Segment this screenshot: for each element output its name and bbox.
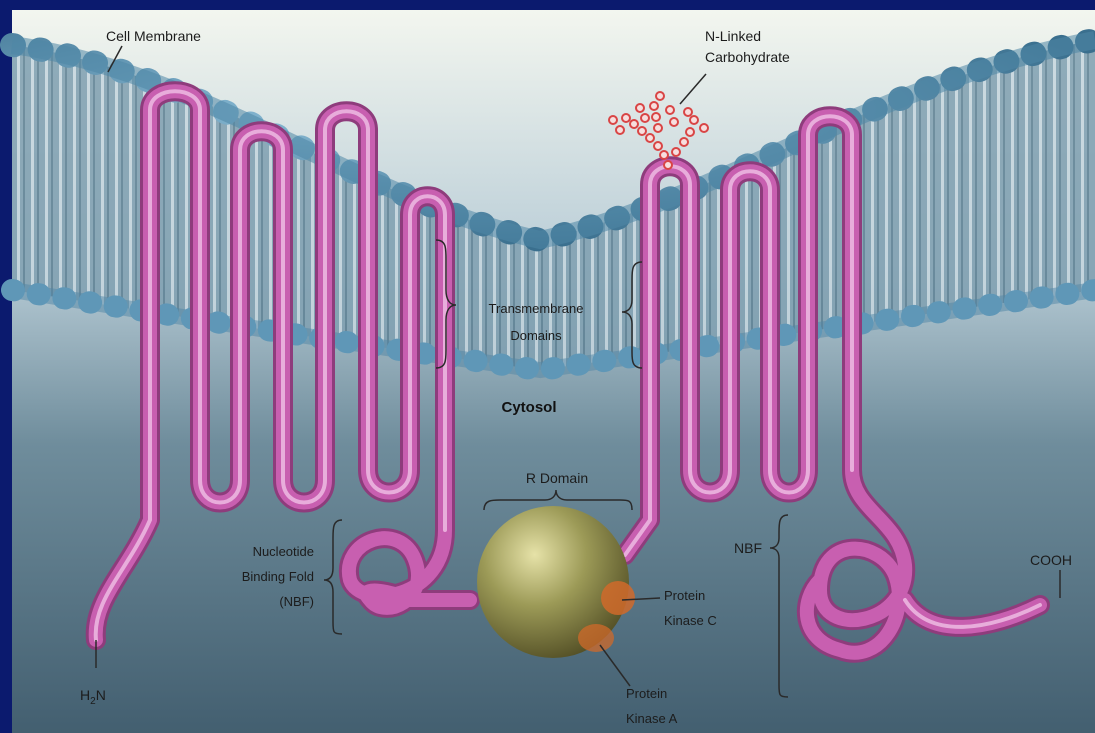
nbf-left-label-line1: Nucleotide — [253, 544, 314, 559]
protein-kinase-a-label-line2: Kinase A — [626, 711, 678, 726]
n-linked-label-line1: N-Linked — [705, 28, 761, 44]
protein-kinase-c-site — [601, 581, 635, 615]
n-linked-label-line2: Carbohydrate — [705, 49, 790, 65]
r-domain-label: R Domain — [526, 470, 588, 486]
protein-kinase-a-site — [578, 624, 614, 652]
protein-kinase-a-label-line1: Protein — [626, 686, 667, 701]
nbf-left-label-line2: Binding Fold — [242, 569, 314, 584]
transmembrane-label-line1: Transmembrane — [489, 301, 584, 316]
protein-kinase-c-label-line2: Kinase C — [664, 613, 717, 628]
cytosol-label: Cytosol — [501, 399, 556, 416]
transmembrane-label-line2: Domains — [510, 328, 562, 343]
protein-kinase-c-label-line1: Protein — [664, 588, 705, 603]
c-terminus-label: COOH — [1030, 552, 1072, 568]
h2n-n: N — [96, 687, 106, 703]
nbf-left-label-line3: (NBF) — [279, 594, 314, 609]
nbf-right-label: NBF — [734, 540, 762, 556]
h2n-h: H — [80, 687, 90, 703]
cell-membrane-label: Cell Membrane — [106, 28, 201, 44]
